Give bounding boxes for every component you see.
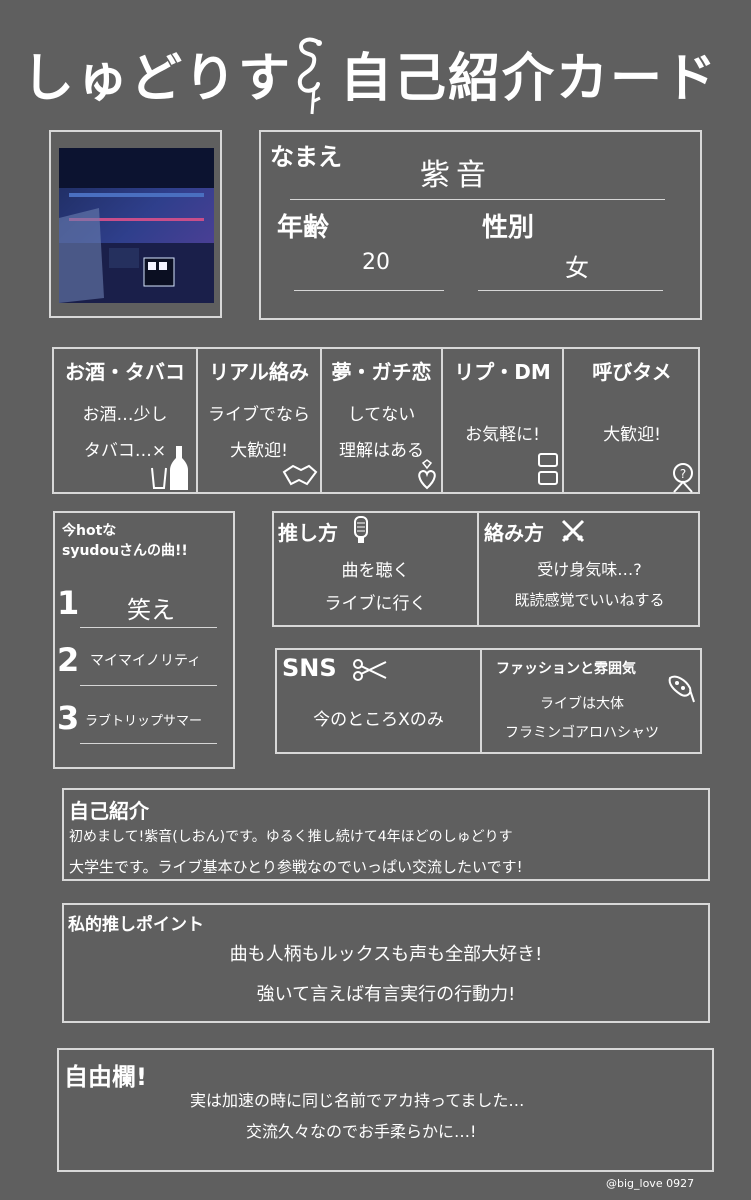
karamikata-line: 受け身気味…? (537, 560, 642, 579)
gender-underline (478, 290, 663, 291)
handshake-icon (282, 464, 318, 486)
mask-icon (668, 675, 695, 703)
prefs-divider (196, 347, 198, 494)
prefs-box (52, 347, 700, 494)
intro-box (62, 788, 710, 881)
pref-line: 大歓迎! (603, 425, 661, 445)
scissors-icon (353, 659, 387, 681)
free-line: 実は加速の時に同じ名前でアカ持ってました… (190, 1091, 525, 1110)
point-box (62, 903, 710, 1023)
point-line: 曲も人柄もルックスも声も全部大好き! (229, 944, 543, 965)
point-line: 強いて言えば有言実行の行動力! (256, 984, 516, 1005)
song-number: 2 (57, 641, 80, 679)
pref-label-reply: リプ・DM (454, 360, 551, 384)
bottle-glass-icon (151, 446, 188, 490)
prefs-divider (441, 347, 443, 494)
title-right: 自己紹介カード (340, 49, 719, 109)
pref-label-real: リアル絡み (209, 360, 309, 384)
pref-line: してない (347, 405, 416, 425)
penlight-icon (354, 516, 368, 543)
song-underline (80, 743, 217, 744)
intro-line: 初めまして!紫音(しおん)です。ゆるく推し続けて4年ほどのしゅどりす (69, 829, 513, 845)
pref-label-alcohol: お酒・タバコ (65, 360, 185, 384)
photo-concert (59, 148, 214, 303)
gender-value: 女 (565, 254, 589, 282)
age-label: 年齢 (277, 213, 330, 243)
free-box (57, 1048, 714, 1172)
person-speech-icon: ? (673, 463, 693, 493)
free-line: 交流久々なのでお手柔らかに…! (246, 1122, 477, 1141)
credit: @big_love 0927 (606, 1177, 695, 1190)
song-underline (80, 627, 217, 628)
song-title: 笑え (127, 596, 175, 624)
pref-line: お酒…少し (82, 405, 168, 425)
sns-label: SNS (282, 654, 337, 682)
crossed-swords-icon (561, 519, 585, 543)
fashion-label: ファッションと雰囲気 (496, 661, 636, 677)
song-number: 3 (57, 699, 80, 737)
name-label: なまえ (270, 143, 342, 171)
pref-line: お気軽に! (465, 425, 540, 445)
photo-frame (49, 130, 222, 318)
intro-line: 大学生です。ライブ基本ひとり参戦なのでいっぱい交流したいです! (69, 858, 523, 876)
hot-songs-label-1: 今hotな (62, 523, 117, 539)
song-title: マイマイノリティ (90, 653, 202, 669)
song-underline (80, 685, 217, 686)
pref-line: 大歓迎! (230, 441, 288, 461)
pref-label-tame: 呼びタメ (592, 360, 672, 384)
prefs-divider (562, 347, 564, 494)
age-underline (294, 290, 444, 291)
pref-line: ライブでなら (208, 405, 310, 425)
song-title: ラブトリップサマー (85, 714, 203, 729)
sns-fashion-divider (480, 648, 482, 754)
age-value: 20 (362, 250, 390, 275)
oshikata-label: 推し方 (278, 521, 338, 545)
sns-fashion-box (275, 648, 702, 754)
heart-ring-icon (418, 459, 436, 490)
oshikata-line: 曲を聴く (341, 561, 410, 581)
fashion-line: ライブは大体 (540, 696, 624, 712)
prefs-divider (320, 347, 322, 494)
svg-text:?: ? (680, 467, 686, 481)
name-value: 紫音 (420, 158, 492, 193)
pref-label-dream: 夢・ガチ恋 (331, 360, 432, 384)
point-label: 私的推しポイント (68, 915, 204, 935)
free-label: 自由欄! (64, 1063, 147, 1091)
karamikata-label: 絡み方 (484, 521, 544, 545)
intro-label: 自己紹介 (69, 799, 149, 823)
karamikata-line: 既読感覚でいいねする (514, 591, 665, 609)
pref-line: 理解はある (339, 441, 424, 461)
name-underline (290, 199, 665, 200)
hot-songs-label-2: syudouさんの曲!! (62, 543, 188, 559)
sns-value: 今のところXのみ (313, 710, 444, 730)
flamingo-icon (297, 37, 322, 115)
gender-label: 性別 (482, 213, 535, 243)
oshikata-line: ライブに行く (324, 594, 427, 614)
fashion-line: フラミンゴアロハシャツ (505, 725, 659, 741)
title-left: しゅどりす (22, 49, 293, 109)
oshi-kara-divider (477, 511, 479, 627)
oshi-kara-box (272, 511, 700, 627)
pref-line: タバコ…× (83, 441, 167, 461)
speech-bubble-icon (538, 453, 558, 485)
song-number: 1 (57, 584, 80, 622)
profile-box (259, 130, 702, 320)
hot-songs-box (53, 511, 235, 769)
